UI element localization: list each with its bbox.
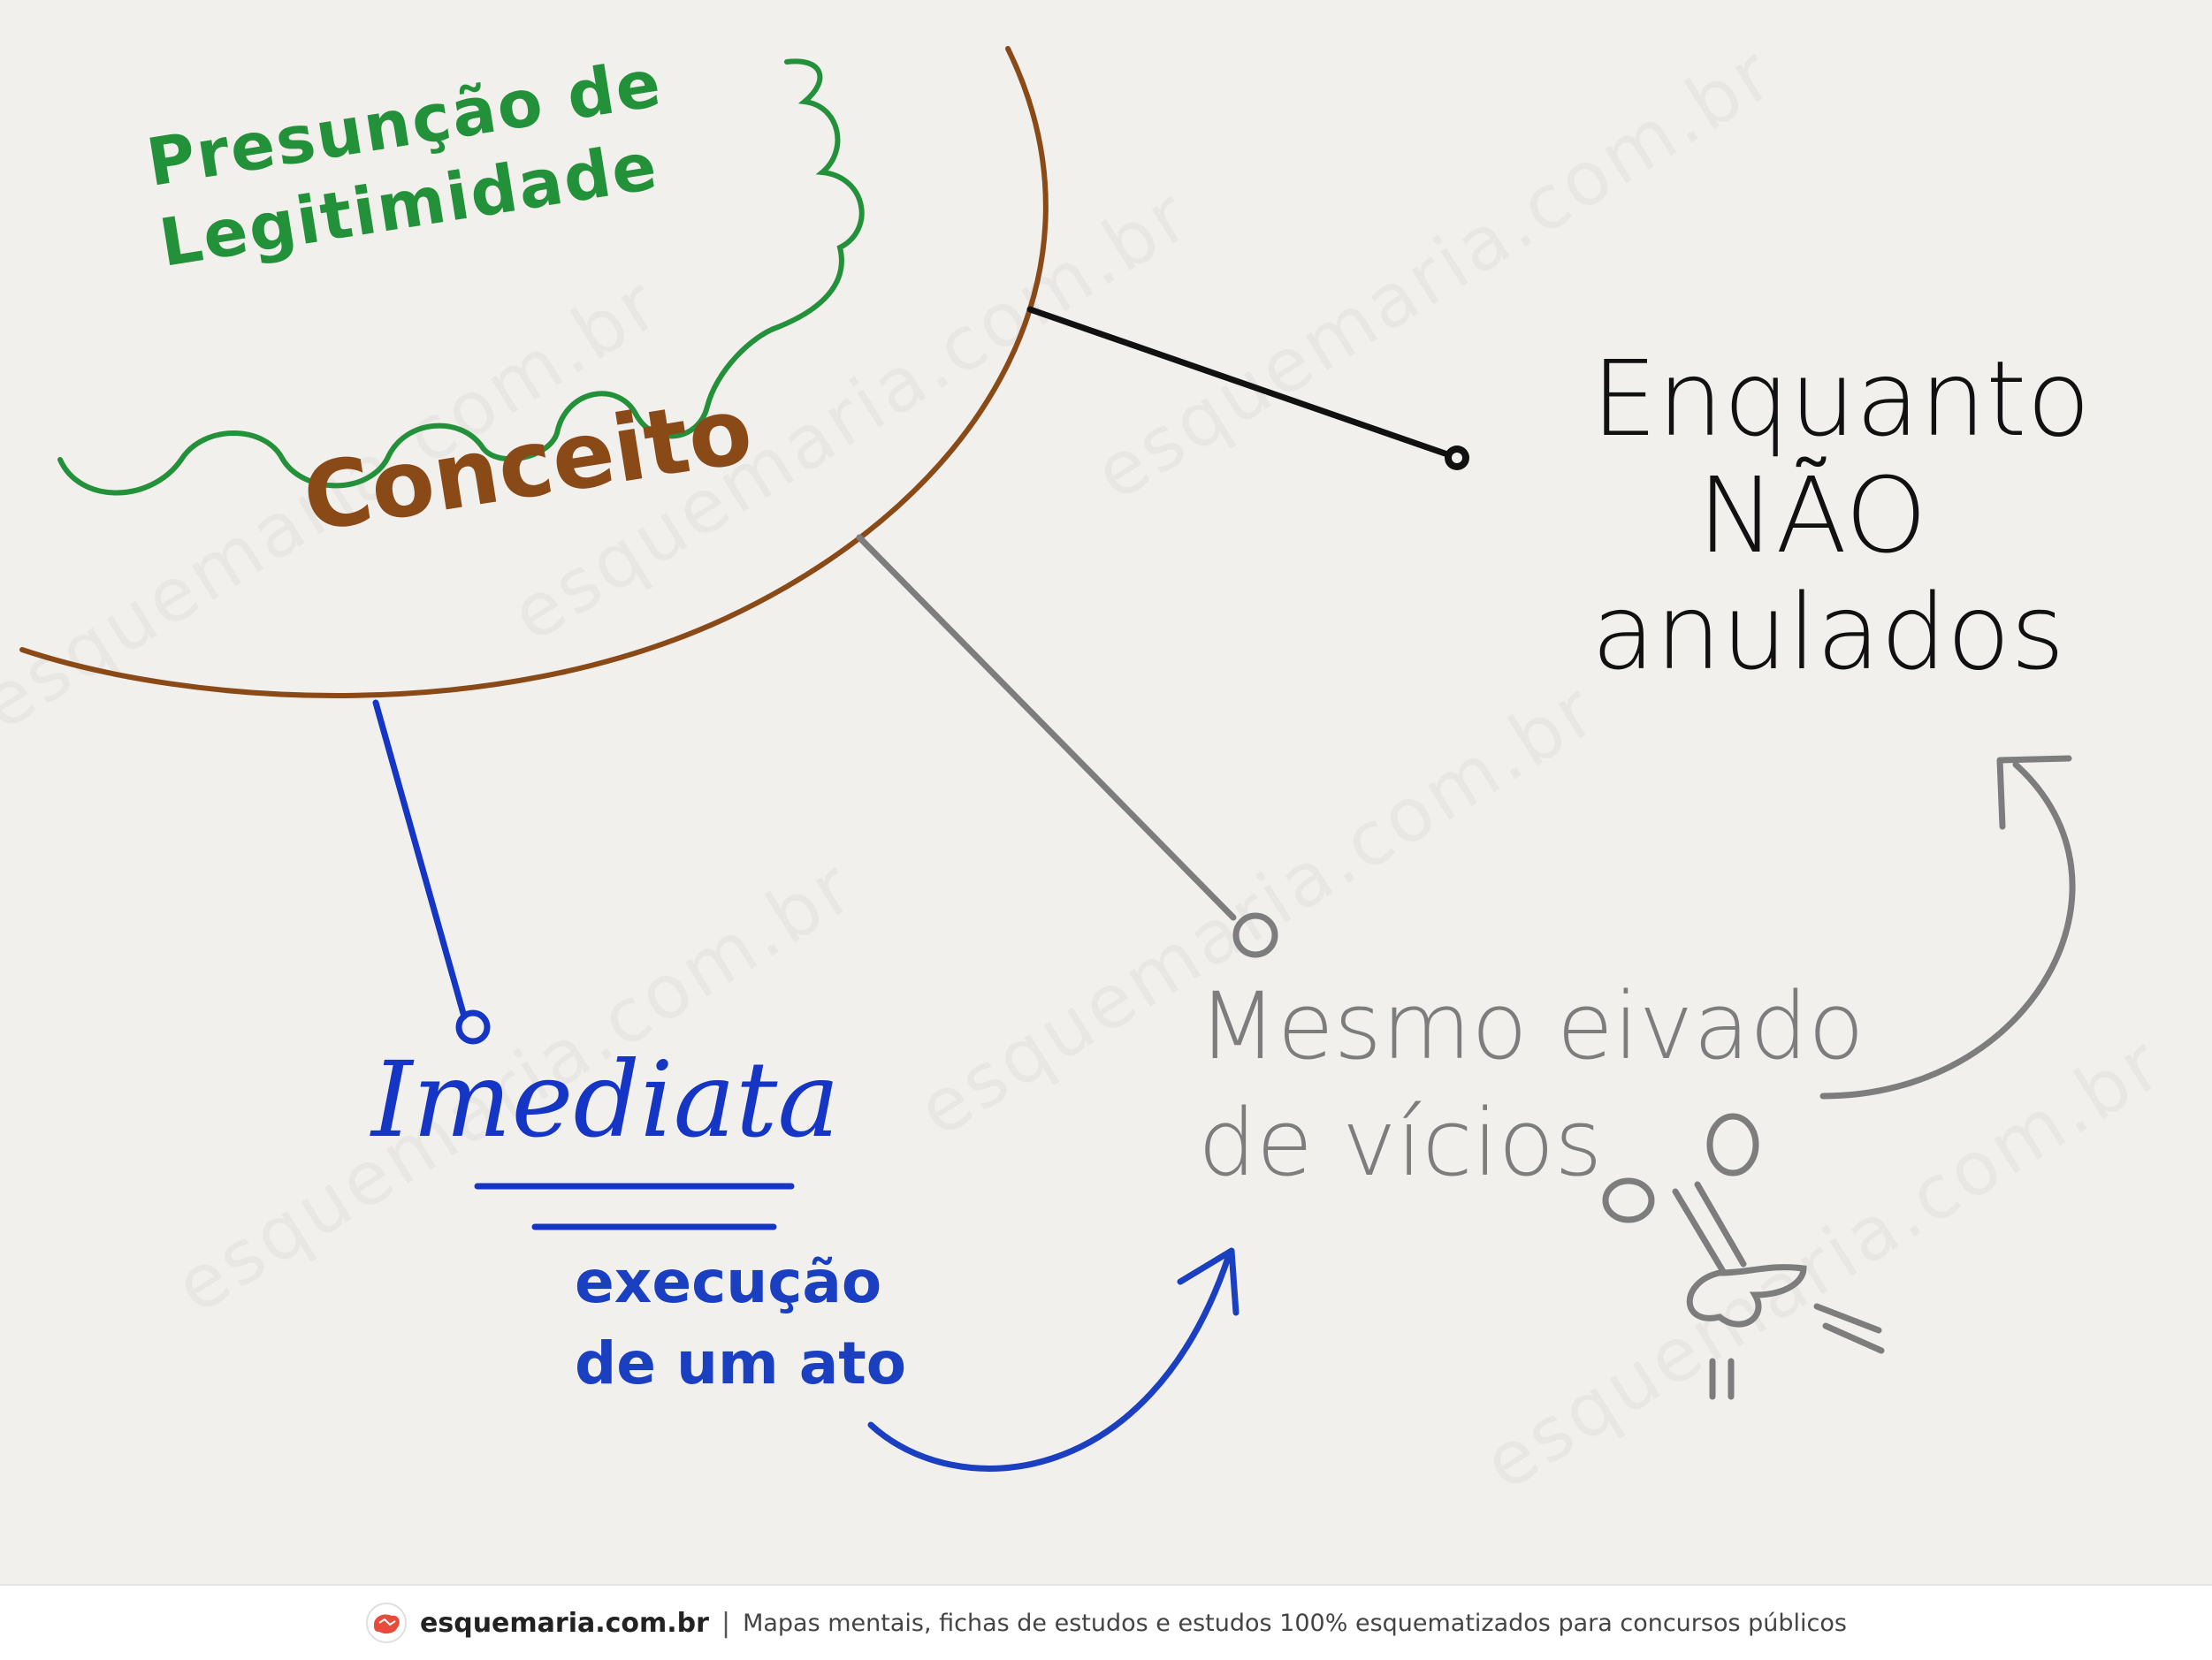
node-mesmo-line: Mesmo eivado [1198, 972, 1865, 1080]
node-enquanto: Enquanto NÃO anulados [1591, 338, 2091, 693]
connector-enquanto [1026, 306, 1453, 459]
node-imediata: Imediata [371, 1039, 840, 1161]
node-mesmo: Mesmo eivado de vícios [1198, 968, 1865, 1201]
footer-brand-link[interactable]: esquemaria.com.br [420, 1607, 709, 1639]
node-mesmo-line: de vícios [1198, 1089, 1603, 1197]
arrow-mesmo-to-enquanto [1819, 761, 2076, 1100]
connector-imediata [372, 699, 468, 1020]
title-cloud-underline [57, 58, 865, 496]
node-enquanto-line: Enquanto [1591, 338, 2091, 460]
node-execucao-line: execução [575, 1248, 882, 1316]
connector-mesmo [856, 534, 1237, 921]
virus-doodle-icon [1602, 1113, 1885, 1400]
arrow-execucao-to-mesmo [867, 1252, 1232, 1472]
node-dot-imediata [455, 1009, 491, 1045]
node-enquanto-line: anulados [1591, 571, 2065, 693]
brain-map-logo-icon[interactable] [365, 1602, 408, 1644]
footer-bar: esquemaria.com.br | Mapas mentais, ficha… [0, 1584, 2212, 1660]
node-execucao-line: de um ato [575, 1329, 907, 1397]
arrowhead-blue [1177, 1247, 1239, 1316]
node-enquanto-line: NÃO [1697, 454, 1927, 576]
footer-tagline: Mapas mentais, fichas de estudos e estud… [743, 1609, 1847, 1637]
arrowhead-gray [1996, 755, 2072, 830]
node-dot-mesmo [1232, 912, 1278, 958]
footer-separator: | [721, 1607, 731, 1639]
concept-bowl-arc [19, 46, 1049, 698]
node-execucao: execução de um ato [575, 1242, 906, 1405]
